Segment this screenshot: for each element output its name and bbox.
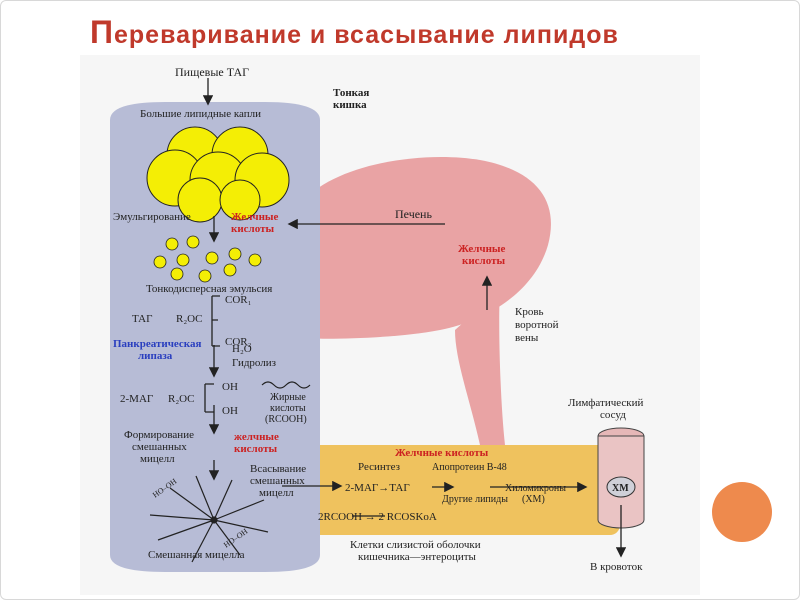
label-oh2: OH: [222, 405, 238, 417]
title-rest: ереваривание и всасывание липидов: [114, 21, 619, 49]
label-entero-bile: Желчные кислоты: [395, 447, 489, 459]
label-bile-acids-low-1: желчные: [234, 431, 279, 443]
label-liver: Печень: [395, 207, 432, 221]
label-mixed-micelle-form-1: Формирование: [124, 429, 194, 441]
liver-shape: [300, 157, 551, 339]
label-portal-blood-1: Кровь: [515, 306, 544, 318]
label-bile-acids-low-2: кислоты: [234, 443, 277, 455]
lipid-drops-small: [153, 235, 262, 283]
lipid-drops-large: [146, 126, 290, 223]
fatty-acid-wave: [261, 381, 311, 389]
label-fatty-acids-2: кислоты: [270, 403, 306, 414]
label-mixed-micelle-form-3: мицелл: [140, 453, 175, 465]
label-cor2: COR₂: [225, 336, 252, 348]
label-to-blood: В кровоток: [590, 561, 643, 573]
label-resynthesis: Ресинтез: [358, 461, 400, 473]
enterocyte-band: [300, 445, 620, 535]
label-bile-acids-1: Желчные: [231, 211, 279, 223]
label-pancreatic-lipase-1: Панкреатическая: [113, 338, 201, 350]
intestine-tube: [110, 102, 320, 572]
label-portal-blood-2: воротной: [515, 319, 559, 331]
label-apoprotein: Апопротеин В-48: [432, 462, 507, 473]
label-portal-blood-3: вены: [515, 332, 539, 344]
label-mixed-micelle: Смешанная мицелла: [148, 549, 245, 561]
label-tag: ТАГ: [132, 313, 152, 325]
label-small-intestine-1: Тонкая: [333, 87, 369, 99]
label-absorption-2: смешанных: [250, 475, 305, 487]
label-h2o: H₂O: [232, 343, 252, 355]
label-small-intestine-2: кишка: [333, 99, 367, 111]
label-lymph-vessel-2: сосуд: [600, 409, 626, 421]
label-enterocytes-2: кишечника—энтероциты: [358, 551, 477, 563]
xm-particle: [606, 476, 636, 498]
label-absorption-1: Всасывание: [250, 463, 306, 475]
label-fatty-acids-1: Жирные: [270, 392, 306, 403]
label-fatty-acids-3: (RCOOH): [265, 414, 307, 425]
label-liver-bile-2: кислоты: [462, 255, 505, 267]
label-absorption-3: мицелл: [259, 487, 294, 499]
label-mag2: 2-МАГ: [120, 393, 153, 405]
flow-arrows: [202, 78, 627, 558]
label-liver-bile-1: Желчные: [458, 243, 506, 255]
label-pancreatic-lipase-2: липаза: [138, 350, 173, 362]
label-r2oc: R₂OC: [176, 313, 202, 325]
label-hydrolysis: Гидролиз: [232, 357, 276, 369]
label-other-lipids: Другие липиды: [442, 494, 508, 505]
label-chylomicrons-1: Хиломикроны: [505, 483, 566, 494]
slide-title: Переваривание и всасывание липидов: [90, 14, 619, 51]
label-enterocytes-1: Клетки слизистой оболочки: [350, 539, 481, 551]
portal-vein-shape: [455, 290, 505, 445]
label-food-tag: Пищевые ТАГ: [175, 65, 249, 79]
label-big-drops: Большие липидные капли: [140, 108, 261, 120]
label-cor1: COR₁: [225, 294, 252, 306]
accent-circle: [712, 482, 772, 542]
title-first-letter: П: [90, 14, 114, 50]
label-mixed-micelle-form-2: смешанных: [132, 441, 187, 453]
label-bile-acids-2: кислоты: [231, 223, 274, 235]
label-xm: ХМ: [612, 483, 629, 494]
label-oh1: OH: [222, 381, 238, 393]
label-fine-emulsion: Тонкодисперсная эмульсия: [146, 283, 272, 295]
label-lymph-vessel-1: Лимфатический: [568, 397, 644, 409]
label-emulsification: Эмульгирование: [113, 211, 191, 223]
label-rcooh: 2RCOOH → 2 RCOSKoA: [318, 511, 437, 523]
label-r2oc-2: R₂OC: [168, 393, 194, 405]
label-chylomicrons-2: (ХМ): [522, 494, 545, 505]
mixed-micelle: [149, 475, 269, 563]
label-mag-tag: 2-МАГ→ТАГ: [345, 482, 410, 494]
